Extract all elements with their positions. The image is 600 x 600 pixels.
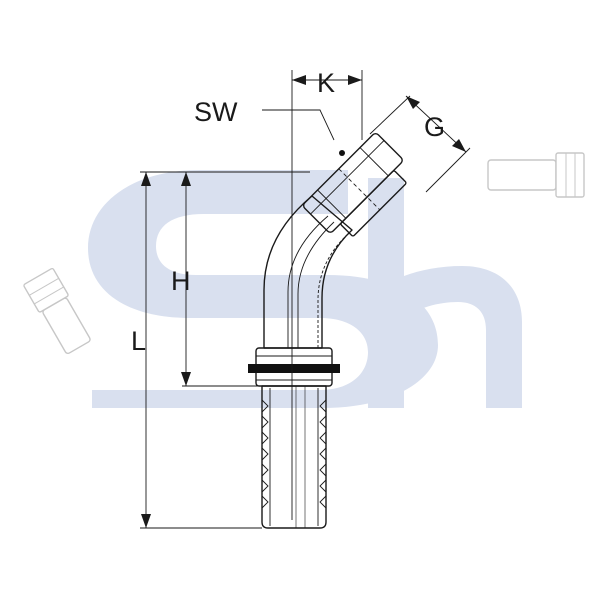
watermark-logo [88, 170, 522, 408]
dim-l-arrow-top [141, 172, 151, 186]
label-g: G [424, 112, 445, 142]
dim-h-arrow-top [181, 172, 191, 186]
dim-h-arrow-bottom [181, 372, 191, 386]
hose-right-nut [555, 152, 585, 198]
fitting-tail [261, 385, 327, 529]
hose-right [487, 152, 585, 198]
hose-left-nut-line-2 [34, 286, 64, 305]
dimension-lines [140, 70, 471, 529]
hose-fitting [248, 132, 407, 529]
label-h: H [171, 266, 191, 296]
dim-g-arrow-bottom [452, 139, 466, 152]
tail-bore [269, 388, 319, 526]
dim-g-arrow-top [406, 96, 420, 109]
label-l: L [131, 326, 146, 356]
dimension-labels: SW K G H L [131, 68, 445, 356]
hose-left [23, 267, 91, 355]
tail-serrations [261, 386, 327, 528]
dim-k-arrow-right [348, 75, 362, 85]
watermark-letter-h [368, 178, 522, 408]
label-k: K [317, 68, 335, 98]
dim-l-arrow-bottom [141, 514, 151, 528]
ferrule-ring [248, 364, 340, 373]
label-sw: SW [194, 97, 238, 127]
swivel-nut [302, 132, 407, 237]
dim-sw-leader [262, 109, 335, 141]
nut-marker-dot [339, 150, 345, 156]
hose-left-nut-line [29, 277, 59, 296]
dim-k-arrow-left [292, 75, 306, 85]
watermark-letter-s [88, 170, 438, 408]
fitting-bent-tube [263, 195, 353, 349]
hose-right-body [487, 159, 557, 191]
